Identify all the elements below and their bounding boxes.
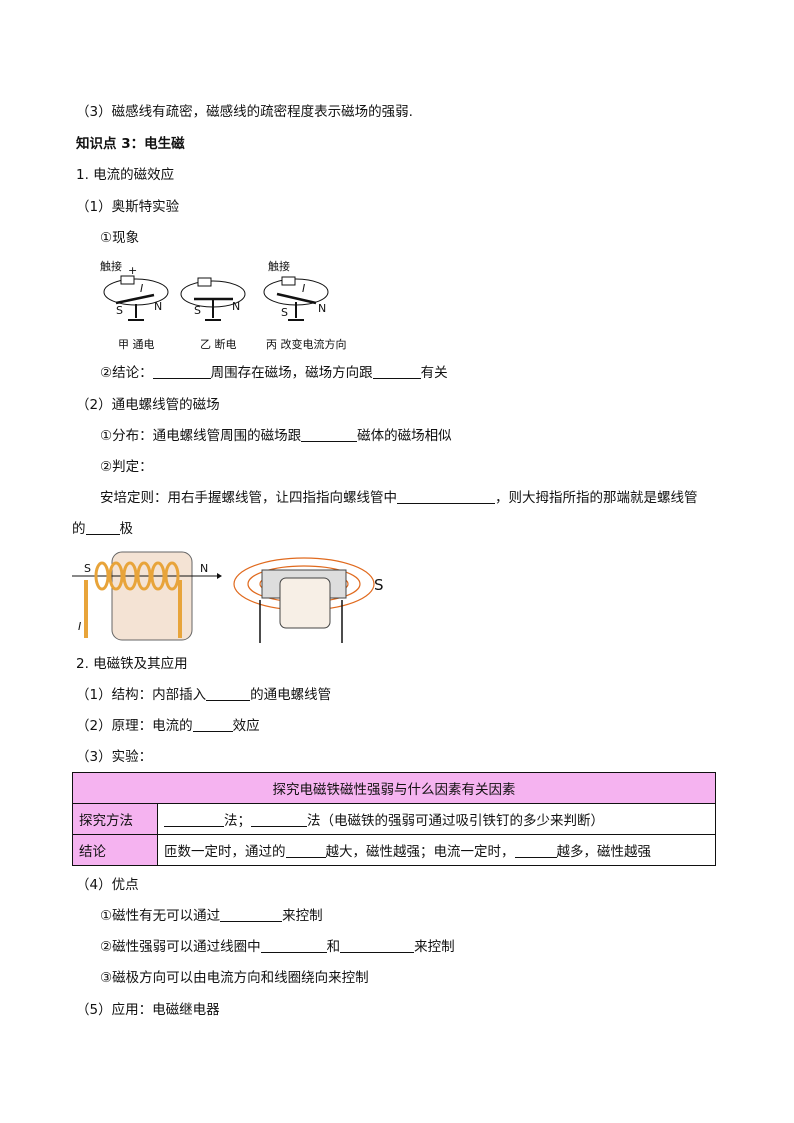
- heading-oersted: （1）奥斯特实验: [76, 199, 180, 215]
- principle-line: （2）原理：电流的 效应: [76, 717, 260, 735]
- blank-6: [206, 687, 251, 701]
- needle-a: [115, 293, 155, 305]
- needle-c: [276, 292, 317, 305]
- ampere2-end: 极: [119, 521, 134, 537]
- distribution-text: ①分布：通电螺线管周围的磁场跟: [100, 428, 302, 444]
- heading-application: （5）应用：电磁继电器: [76, 1002, 220, 1018]
- touch-label-c: 触接: [268, 260, 290, 273]
- blank-2: [372, 365, 421, 379]
- structure-line: （1）结构：内部插入 的通电螺线管: [76, 686, 331, 704]
- advantage-2: ②磁性强弱可以通过线圈中和来控制: [100, 939, 455, 955]
- method-label: 探究方法: [72, 803, 158, 835]
- blank-9: [251, 813, 307, 827]
- blank-14: [340, 939, 415, 953]
- blank-7: [192, 718, 233, 732]
- heading-electromagnet: 2. 电磁铁及其应用: [76, 656, 188, 672]
- battery-b: [197, 277, 212, 287]
- blank-3: [301, 428, 358, 442]
- blank-12: [220, 908, 283, 922]
- stand-a: [128, 304, 144, 321]
- conclusion-label: ②结论：: [100, 365, 153, 381]
- experiment-table: 探究电磁铁磁性强弱与什么因素有关因素 探究方法 法；法（电磁铁的强弱可通过吸引铁…: [72, 772, 716, 866]
- table-header: 探究电磁铁磁性强弱与什么因素有关因素: [72, 772, 716, 804]
- blank-13: [260, 939, 327, 953]
- heading-magnetic-effect: 1. 电流的磁效应: [76, 167, 175, 183]
- principle-end: 效应: [232, 718, 260, 734]
- battery-a: [120, 275, 135, 285]
- plus-label: +: [128, 264, 138, 277]
- hand-north-label: N: [200, 562, 209, 575]
- solenoid-diagram: [72, 551, 375, 643]
- ampere-rule-line-2: 的极: [72, 520, 133, 538]
- south-label-a: S: [116, 304, 123, 317]
- ampere-rule-line: 安培定则：用右手握螺线管，让四指指向螺线管中 ，则大拇指所指的那端就是螺线管: [100, 489, 698, 507]
- conclusion-line: ②结论： 周围存在磁场，磁场方向跟 有关: [100, 364, 448, 382]
- stand-c: [288, 302, 304, 321]
- conclusion-label-cell: 结论: [72, 834, 158, 866]
- ampere-text: 安培定则：用右手握螺线管，让四指指向螺线管中: [100, 490, 397, 506]
- south-label-b: S: [194, 304, 201, 317]
- blank-5: [85, 521, 120, 535]
- blank-11: [514, 844, 557, 858]
- ampere2-text: 的: [72, 521, 86, 537]
- conclusion-text: 周围存在磁场，磁场方向跟: [210, 365, 373, 381]
- axis-arrow: [217, 573, 222, 579]
- field-south-label: S: [374, 576, 384, 594]
- heading-solenoid: （2）通电螺线管的磁场: [76, 397, 220, 413]
- hand-shape: [111, 551, 193, 641]
- solenoid-figure: S N I S: [72, 548, 392, 646]
- structure-end: 的通电螺线管: [250, 687, 332, 703]
- paragraph-density: （3）磁感线有疏密，磁感线的疏密程度表示磁场的强弱.: [76, 104, 413, 120]
- principle-text: （2）原理：电流的: [76, 718, 193, 734]
- touch-label-a: 触接: [100, 260, 122, 273]
- ampere-end: ，则大拇指所指的那端就是螺线管: [495, 490, 698, 506]
- conclusion-cell: 匝数一定时，通过的越大，磁性越强；电流一定时，越多，磁性越强: [157, 834, 716, 866]
- coil-turns: [94, 561, 180, 591]
- advantage-3: ③磁极方向可以由电流方向和线圈绕向来控制: [100, 970, 369, 986]
- stand-b: [205, 300, 221, 321]
- blank-4: [397, 490, 495, 504]
- blank-10: [285, 844, 326, 858]
- conclusion-end: 有关: [420, 365, 448, 381]
- label-phenomenon: ①现象: [100, 230, 140, 246]
- distribution-line: ①分布：通电螺线管周围的磁场跟 磁体的磁场相似: [100, 427, 452, 445]
- oersted-diagram: [103, 275, 329, 321]
- distribution-end: 磁体的磁场相似: [357, 428, 452, 444]
- blank-8: [164, 813, 224, 827]
- hand-current-label: I: [78, 620, 82, 633]
- south-label-c: S: [281, 306, 288, 319]
- blank-1: [152, 365, 211, 379]
- north-label-b: N: [232, 300, 241, 313]
- north-label-c: N: [318, 302, 327, 315]
- hand-grip: [279, 577, 331, 629]
- structure-text: （1）结构：内部插入: [76, 687, 207, 703]
- battery-c: [281, 276, 296, 286]
- method-cell: 法；法（电磁铁的强弱可通过吸引铁钉的多少来判断）: [157, 803, 716, 835]
- oersted-figure: 触接 + I S N S N 触接 I S N 甲 通电 乙 断电 丙 改变电流…: [96, 256, 356, 356]
- advantage-1: ①磁性有无可以通过来控制: [100, 908, 323, 924]
- current-label-a: I: [140, 282, 144, 295]
- experiment-label: （3）实验：: [76, 749, 153, 765]
- section-title-kp3: 知识点 3：电生磁: [76, 136, 185, 152]
- judge-label: ②判定：: [100, 459, 153, 475]
- heading-advantages: （4）优点: [76, 877, 139, 893]
- caption-c: 丙 改变电流方向: [266, 338, 347, 351]
- current-label-c: I: [302, 282, 306, 295]
- caption-a: 甲 通电: [118, 338, 155, 351]
- north-label-a: N: [154, 300, 163, 313]
- caption-b: 乙 断电: [200, 338, 237, 351]
- hand-south-label: S: [84, 562, 91, 575]
